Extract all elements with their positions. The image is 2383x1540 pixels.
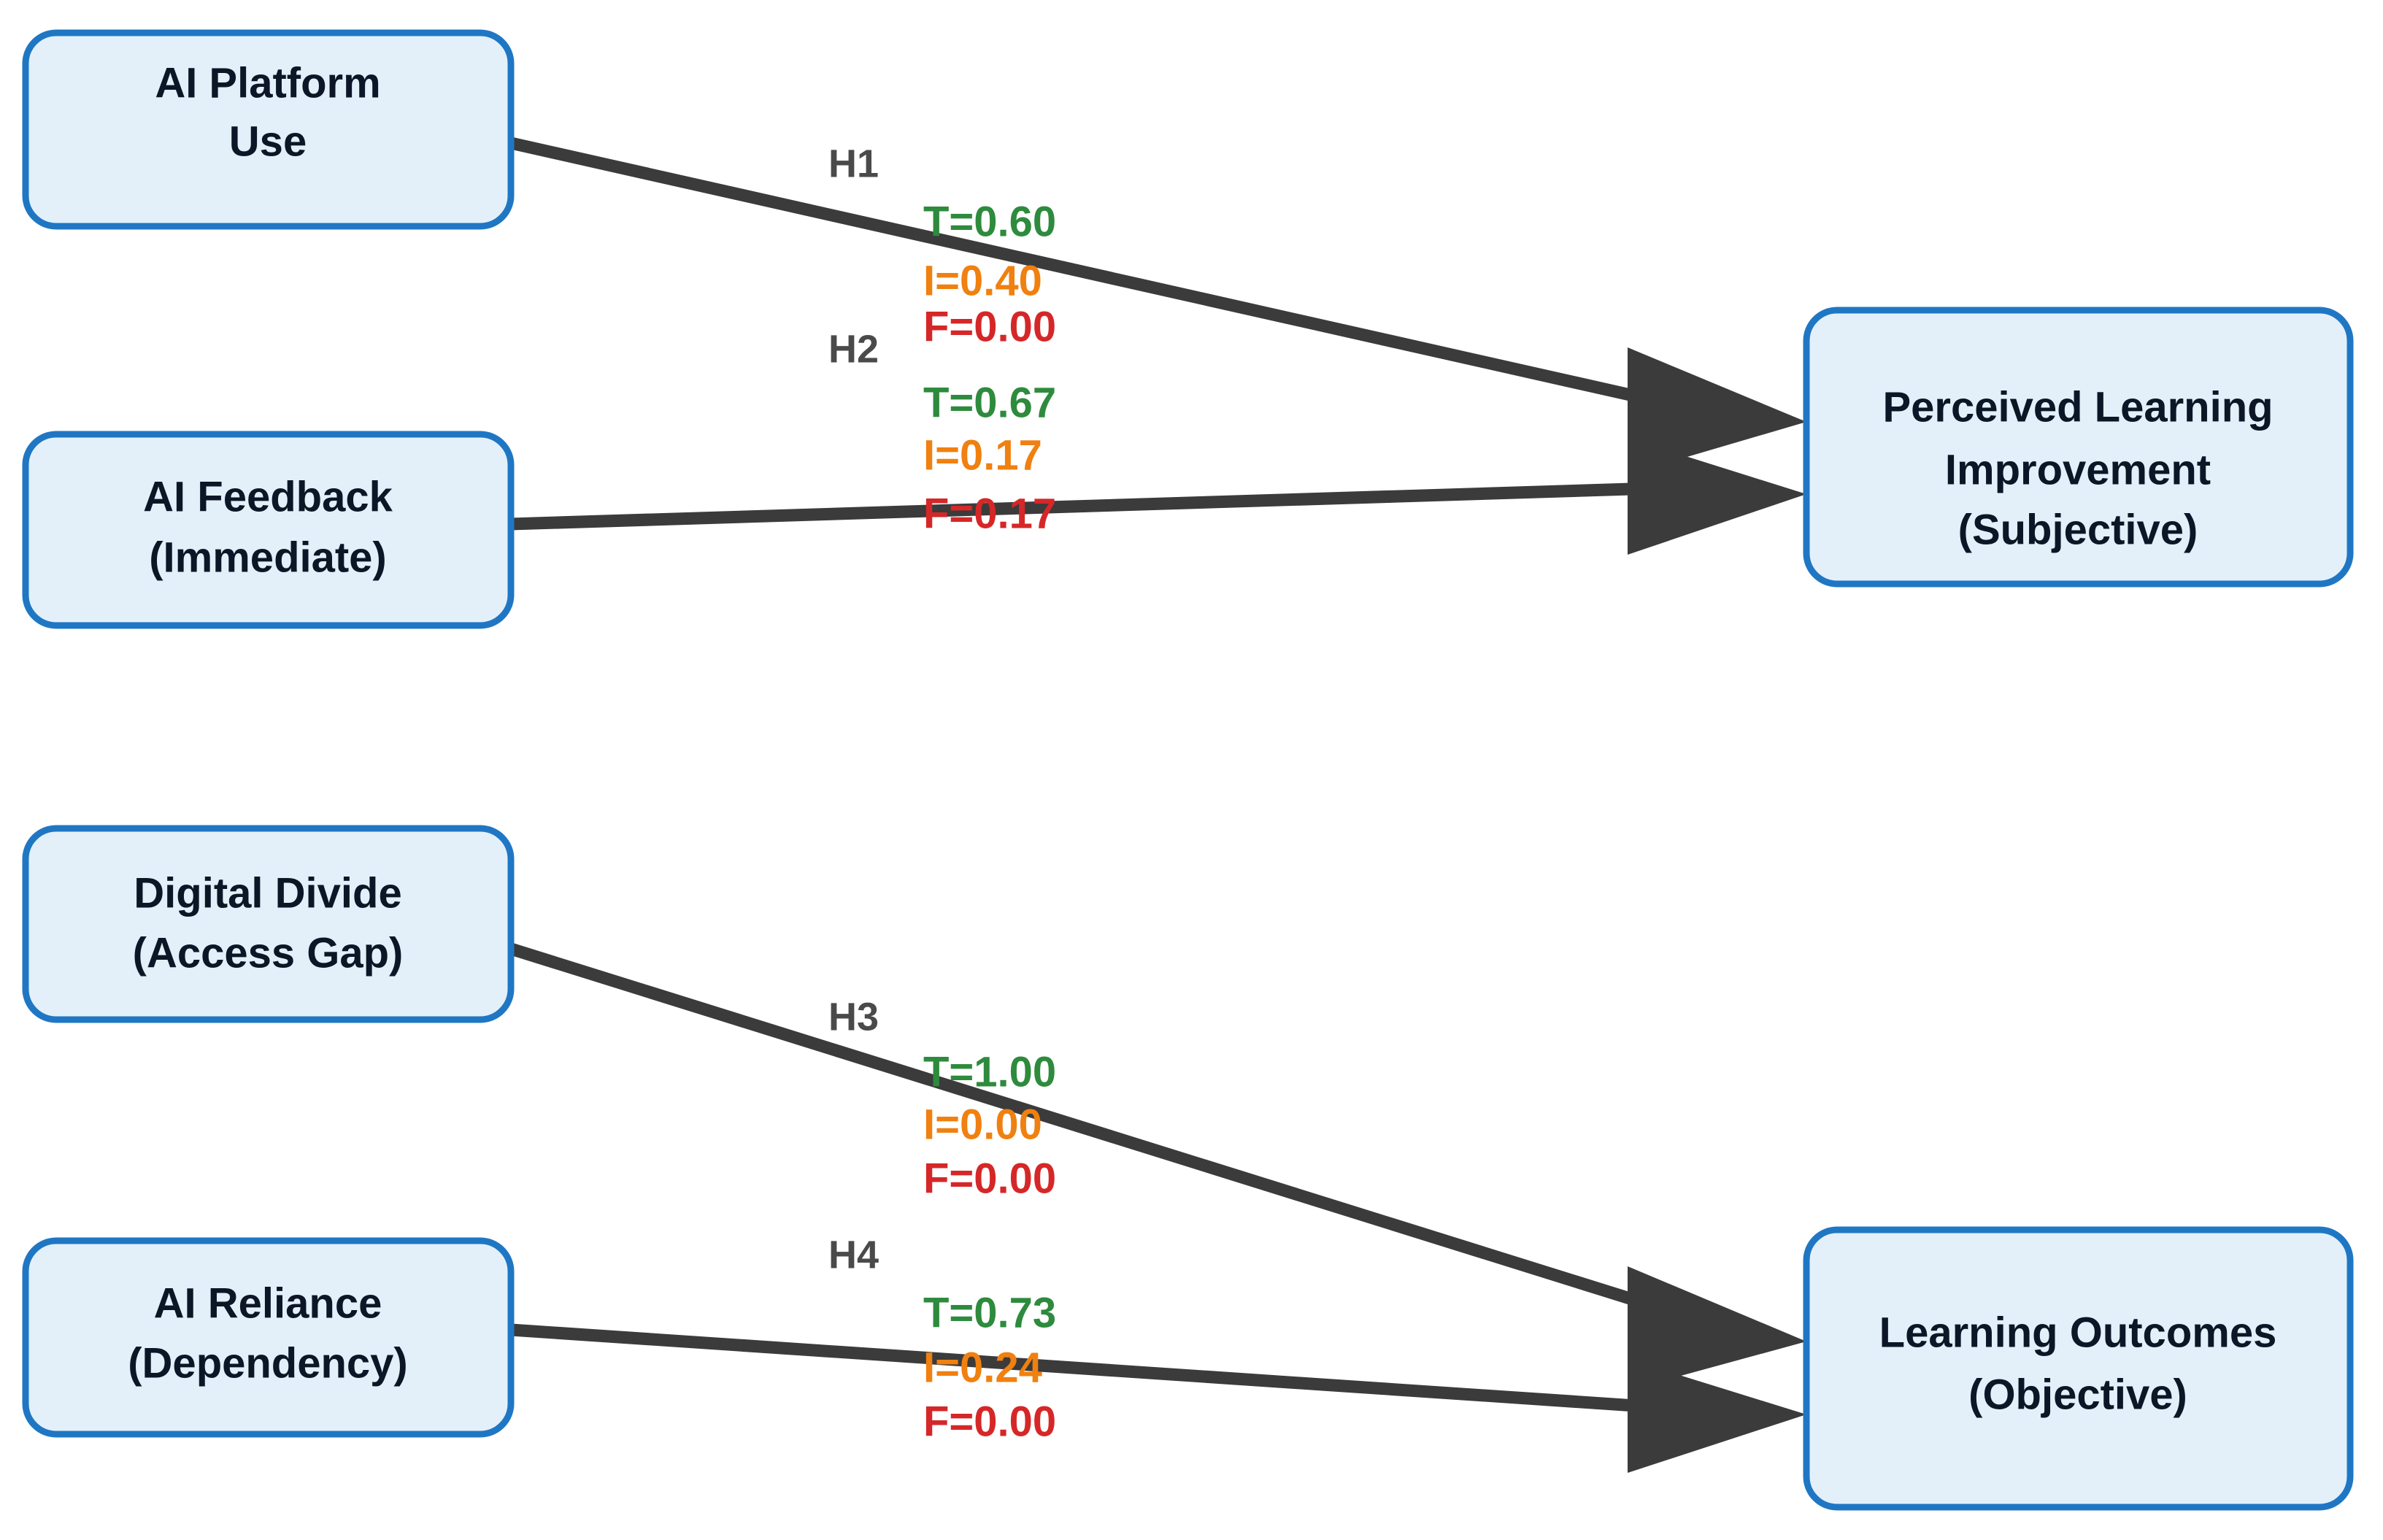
- edge-h1-indeterminacy-value: I=0.40: [923, 257, 1042, 304]
- node-ai-platform-use-line-1: AI Platform: [155, 59, 380, 107]
- node-ai-feedback-box: [22, 431, 515, 629]
- edge-h3-arrowhead: [1628, 1266, 1806, 1390]
- node-digital-divide[interactable]: Digital Divide (Access Gap): [22, 825, 515, 1023]
- node-ai-feedback-line-1: AI Feedback: [143, 473, 393, 520]
- node-ai-reliance-box: [22, 1237, 515, 1438]
- edge-h2-falsity-value: F=0.17: [923, 490, 1056, 537]
- edge-h4-falsity-value: F=0.00: [923, 1398, 1056, 1445]
- edge-h4-labels: H4 T=0.73 I=0.24 F=0.00: [828, 1233, 1056, 1445]
- node-learning-outcomes[interactable]: Learning Outcomes (Objective): [1803, 1226, 2354, 1511]
- edge-h1[interactable]: [509, 136, 1806, 474]
- edge-h3-truth-value: T=1.00: [923, 1048, 1056, 1096]
- edge-h1-line: [509, 136, 1680, 412]
- edge-h3-hypothesis-label: H3: [828, 995, 879, 1039]
- node-ai-platform-use[interactable]: AI Platform Use: [22, 29, 515, 230]
- edge-h4-arrowhead: [1628, 1359, 1806, 1473]
- edge-h1-arrowhead: [1628, 347, 1806, 474]
- edge-h2-labels: H2 T=0.67 I=0.17 F=0.17: [828, 327, 1056, 537]
- node-ai-feedback[interactable]: AI Feedback (Immediate): [22, 431, 515, 629]
- edge-h4-truth-value: T=0.73: [923, 1289, 1056, 1336]
- edge-h4-line: [510, 1323, 1679, 1415]
- edge-h1-hypothesis-label: H1: [828, 142, 879, 185]
- node-ai-platform-use-line-2: Use: [229, 118, 307, 165]
- edge-h3-line: [509, 942, 1681, 1320]
- edge-h2-indeterminacy-value: I=0.17: [923, 431, 1042, 479]
- edge-group: [509, 136, 1806, 1473]
- edge-h3-labels: H3 T=1.00 I=0.00 F=0.00: [828, 995, 1056, 1202]
- edge-h3-indeterminacy-value: I=0.00: [923, 1101, 1042, 1148]
- node-perceived-learning[interactable]: Perceived Learning Improvement (Subjecti…: [1803, 307, 2354, 588]
- node-digital-divide-line-1: Digital Divide: [134, 869, 401, 917]
- node-perceived-learning-line-2: Improvement: [1945, 446, 2211, 493]
- edge-h2-line: [510, 481, 1679, 531]
- edge-h2[interactable]: [510, 438, 1806, 555]
- node-perceived-learning-box: [1803, 307, 2354, 588]
- node-ai-feedback-line-2: (Immediate): [149, 534, 387, 581]
- node-ai-reliance-line-1: AI Reliance: [154, 1279, 382, 1327]
- edge-h3-falsity-value: F=0.00: [923, 1155, 1056, 1202]
- edge-h1-falsity-value: F=0.00: [923, 303, 1056, 350]
- node-ai-reliance[interactable]: AI Reliance (Dependency): [22, 1237, 515, 1438]
- node-digital-divide-box: [22, 825, 515, 1023]
- edge-h1-labels: H1 T=0.60 I=0.40 F=0.00: [828, 142, 1056, 350]
- edge-h2-hypothesis-label: H2: [828, 327, 879, 371]
- edge-h2-truth-value: T=0.67: [923, 379, 1056, 426]
- edge-h4-hypothesis-label: H4: [828, 1233, 879, 1277]
- node-ai-reliance-line-2: (Dependency): [128, 1339, 408, 1387]
- edge-h2-arrowhead: [1628, 438, 1806, 555]
- edge-h4-indeterminacy-value: I=0.24: [923, 1344, 1042, 1391]
- edge-h3[interactable]: [509, 942, 1806, 1390]
- node-learning-outcomes-line-1: Learning Outcomes: [1879, 1309, 2277, 1356]
- node-perceived-learning-line-1: Perceived Learning: [1882, 383, 2273, 431]
- node-digital-divide-line-2: (Access Gap): [133, 929, 404, 977]
- node-perceived-learning-line-3: (Subjective): [1958, 506, 2198, 553]
- node-learning-outcomes-line-2: (Objective): [1968, 1371, 2187, 1418]
- node-ai-platform-use-box: [22, 29, 515, 230]
- edge-h1-truth-value: T=0.60: [923, 198, 1056, 245]
- node-learning-outcomes-box: [1803, 1226, 2354, 1511]
- edge-h4[interactable]: [510, 1323, 1806, 1473]
